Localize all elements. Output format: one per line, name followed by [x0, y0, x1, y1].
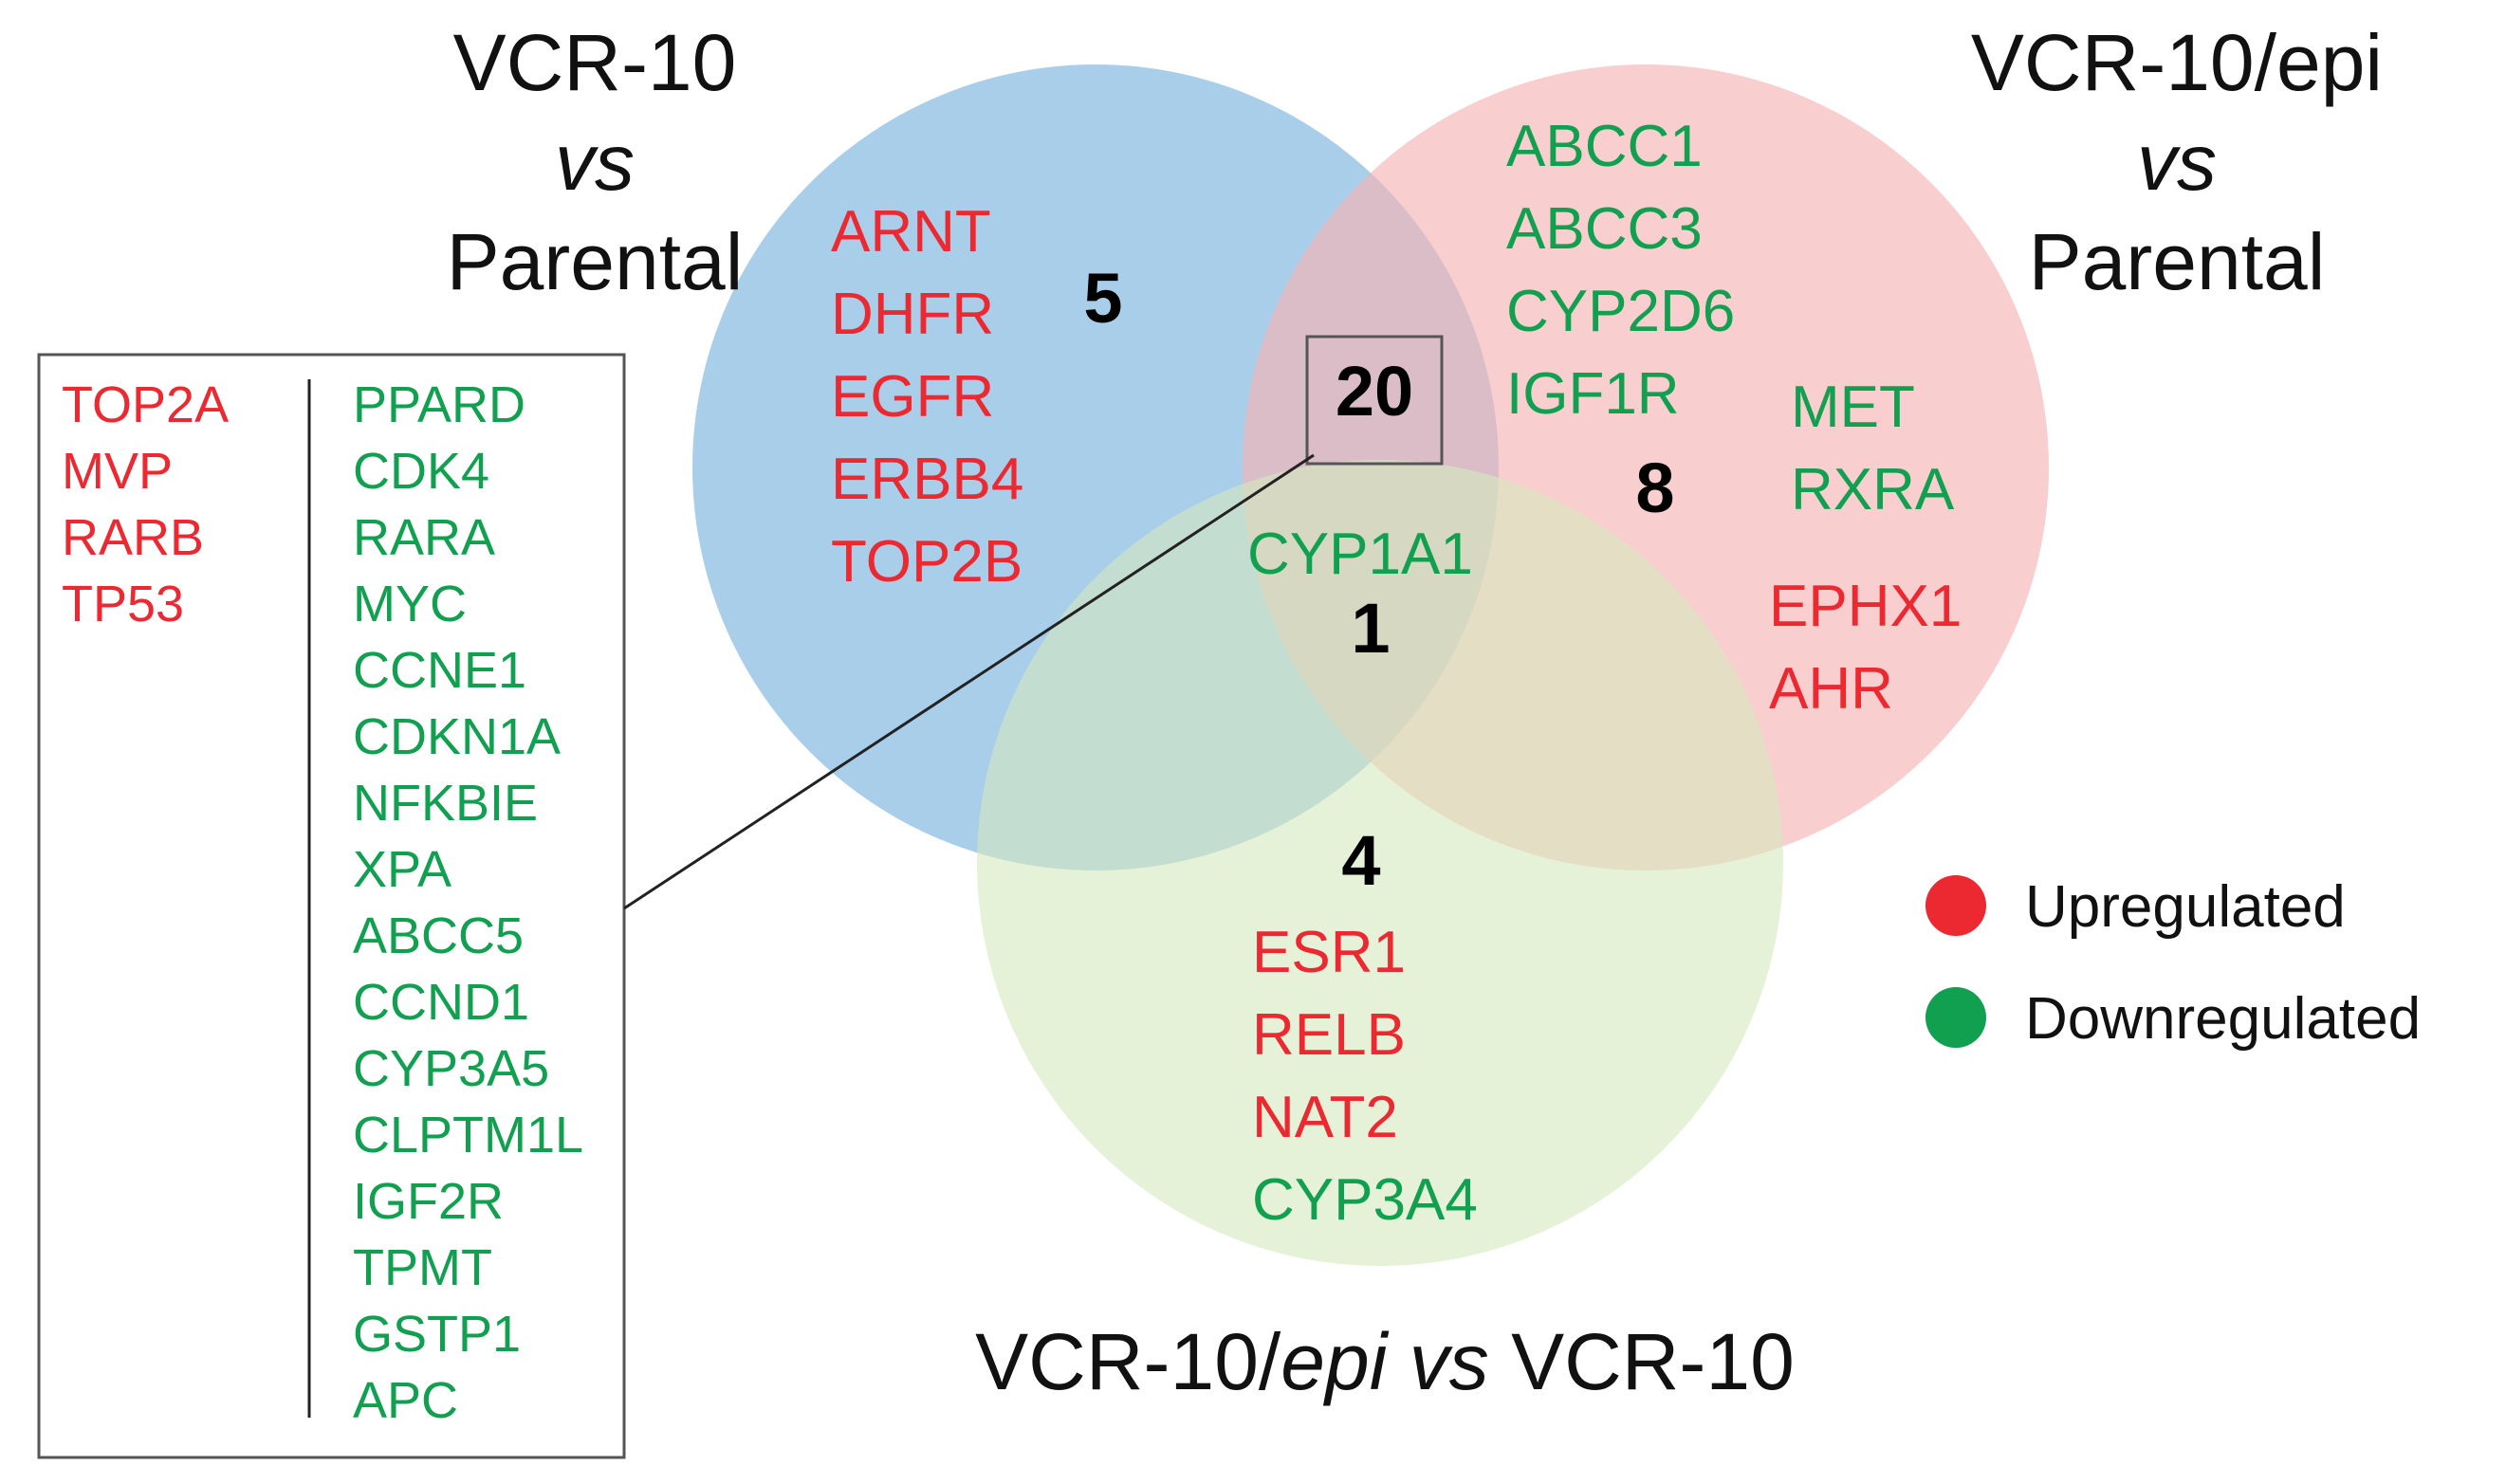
count-c-only: 4 [1341, 821, 1380, 900]
legend-marker-downregulated [1926, 987, 1986, 1048]
inset-box [37, 353, 626, 1459]
inset-gene-cdkn1a: CDKN1A [353, 708, 561, 765]
title-set-a-line2: vs [555, 118, 635, 207]
legend-label-upregulated: Upregulated [2025, 874, 2346, 940]
legend-label-downregulated: Downregulated [2025, 986, 2421, 1052]
count-abc: 1 [1351, 589, 1390, 668]
inset-gene-ccnd1: CCND1 [353, 974, 529, 1031]
gene-label-dhfr: DHFR [831, 282, 994, 347]
inset-gene-rara: RARA [353, 509, 495, 566]
gene-label-abcc1: ABCC1 [1506, 114, 1703, 179]
inset-gene-tpmt: TPMT [353, 1239, 492, 1296]
inset-gene-myc: MYC [353, 576, 467, 632]
gene-label-ephx1: EPHX1 [1769, 574, 1962, 639]
count-ab-box [1305, 335, 1444, 466]
gene-label-cyp2d6: CYP2D6 [1506, 279, 1735, 344]
gene-label-met: MET [1791, 375, 1915, 440]
gene-label-abcc3: ABCC3 [1506, 196, 1703, 262]
inset-gene-cyp3a5: CYP3A5 [353, 1040, 549, 1097]
inset-gene-ccne1: CCNE1 [353, 642, 526, 699]
gene-label-erbb4: ERBB4 [831, 447, 1023, 512]
title-set-b-line3: Parental [2029, 217, 2326, 306]
inset-gene-nfkbie: NFKBIE [353, 775, 538, 832]
inset-gene-tp53: TP53 [62, 576, 184, 632]
gene-label-ahr: AHR [1769, 656, 1893, 722]
count-b-only: 8 [1635, 449, 1674, 527]
inset-gene-ppard: PPARD [353, 376, 525, 433]
inset-gene-igf2r: IGF2R [353, 1173, 504, 1230]
inset-gene-rarb: RARB [62, 509, 204, 566]
circle-vcr10epi-vs-vcr10 [977, 460, 1783, 1266]
inset-gene-clptm1l: CLPTM1L [353, 1107, 583, 1163]
gene-label-cyp3a4: CYP3A4 [1252, 1167, 1478, 1233]
gene-label-nat2: NAT2 [1252, 1085, 1398, 1150]
inset-gene-cdk4: CDK4 [353, 443, 489, 500]
inset-gene-xpa: XPA [353, 841, 451, 898]
gene-label-cyp1a1: CYP1A1 [1247, 522, 1473, 587]
gene-label-arnt: ARNT [831, 199, 991, 265]
gene-label-igf1r: IGF1R [1506, 361, 1680, 427]
inset-gene-gstp1: GSTP1 [353, 1306, 521, 1363]
gene-label-relb: RELB [1252, 1002, 1406, 1068]
gene-label-egfr: EGFR [831, 364, 994, 430]
gene-label-top2b: TOP2B [831, 529, 1023, 595]
title-set-b-line2: vs [2137, 118, 2217, 207]
title-set-a-line1: VCR-10 [453, 18, 737, 107]
inset-gene-apc: APC [353, 1372, 458, 1429]
inset-gene-abcc5: ABCC5 [353, 907, 524, 964]
count-a-only: 5 [1083, 259, 1122, 338]
title-set-a-line3: Parental [447, 217, 744, 306]
inset-gene-mvp: MVP [62, 443, 173, 500]
inset-gene-top2a: TOP2A [62, 376, 229, 433]
inset-connector-line [623, 453, 1315, 910]
title-set-b-line1: VCR-10/epi [1971, 18, 2383, 107]
gene-label-esr1: ESR1 [1252, 920, 1406, 985]
title-set-c: VCR-10/epi vs VCR-10 [975, 1317, 1795, 1406]
gene-label-rxra: RXRA [1791, 457, 1955, 522]
legend-marker-upregulated [1926, 875, 1986, 936]
count-ab: 20 [1336, 352, 1413, 431]
